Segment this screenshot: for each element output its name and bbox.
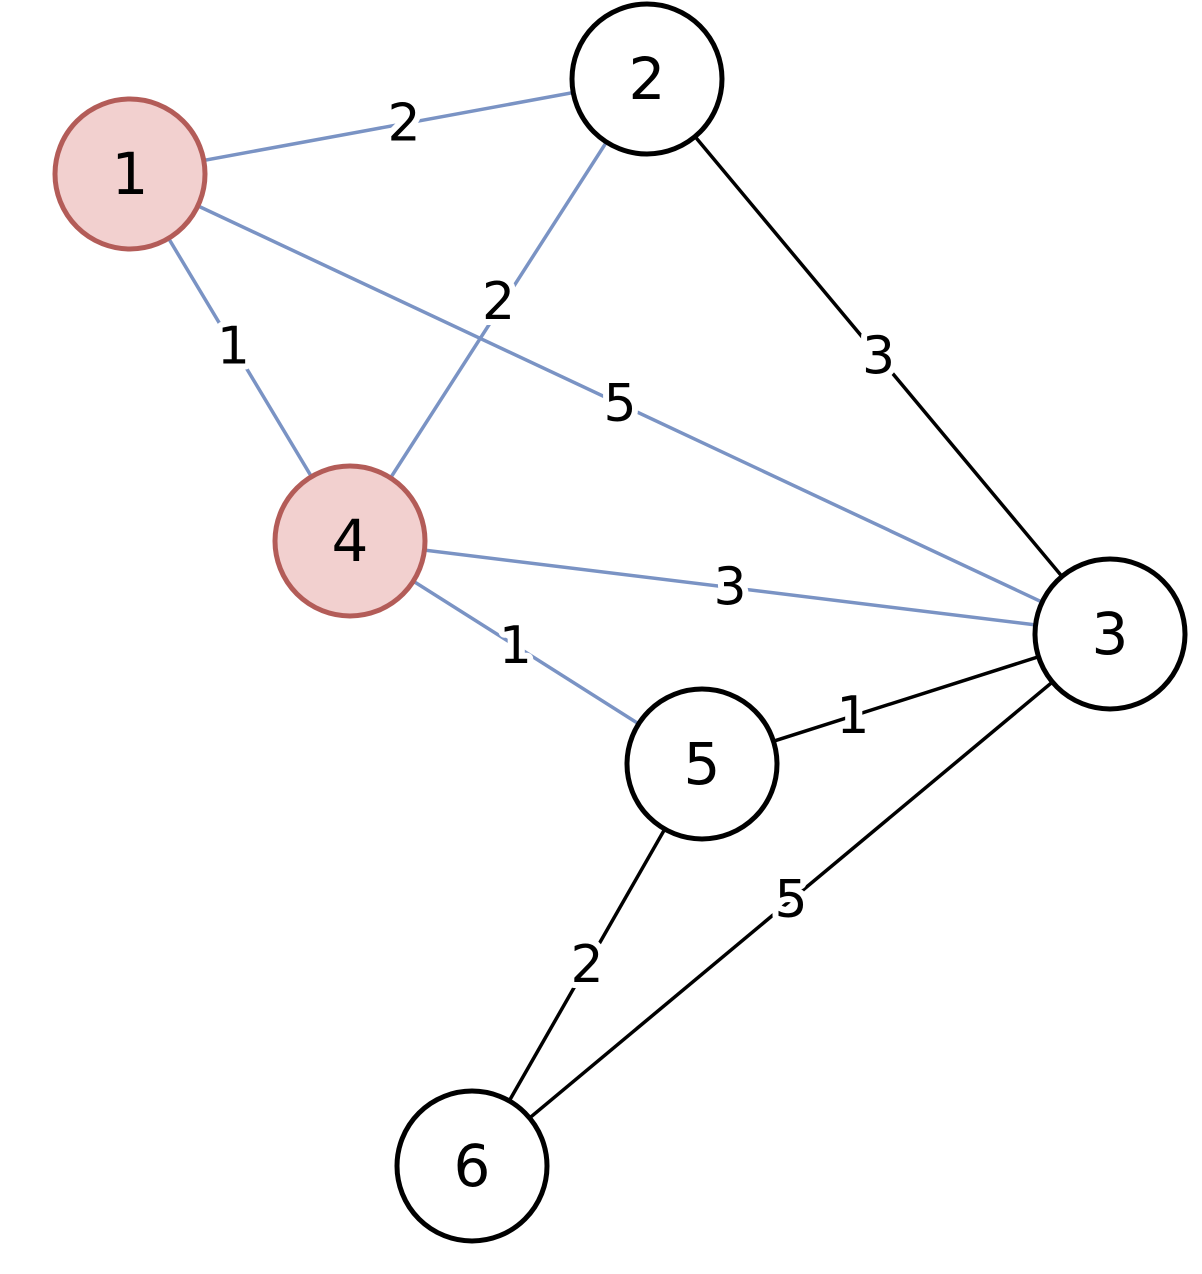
- node-1: 1: [52, 96, 208, 252]
- node-circle-5: [624, 686, 780, 842]
- node-label-2: 2: [629, 45, 666, 113]
- edge-weight-label-1-3: 5: [603, 374, 636, 434]
- node-label-6: 6: [454, 1132, 491, 1200]
- edge-weight-label-4-3: 3: [713, 558, 746, 618]
- node-label-1: 1: [112, 140, 149, 208]
- node-circle-4: [272, 463, 428, 619]
- edge-2-3: [645, 77, 1112, 636]
- edge-2-4: [348, 78, 649, 542]
- node-5: 5: [624, 686, 780, 842]
- node-3: 3: [1032, 556, 1188, 712]
- node-label-3: 3: [1092, 600, 1129, 668]
- node-6: 6: [394, 1088, 550, 1244]
- edge-weight-label-4-5: 1: [499, 616, 532, 676]
- edge-weight-label-5-3: 1: [836, 686, 869, 746]
- node-2: 2: [569, 1, 725, 157]
- node-circle-6: [394, 1088, 550, 1244]
- node-4: 4: [272, 463, 428, 619]
- node-circle-1: [52, 96, 208, 252]
- node-circle-3: [1032, 556, 1188, 712]
- edge-weight-label-2-4: 2: [482, 272, 515, 332]
- edge-3-6: [470, 632, 1112, 1168]
- nodes-layer: 1 2 3 4 5 6: [52, 1, 1188, 1244]
- node-circle-2: [569, 1, 725, 157]
- edge-weight-label-1-2: 2: [387, 94, 420, 154]
- edge-weight-label-1-4: 1: [217, 316, 250, 376]
- edge-labels-layer: 2 1 5 2 3 3 1 1 2 5: [211, 88, 901, 1001]
- edge-4-3: [349, 539, 1111, 636]
- node-label-4: 4: [332, 507, 369, 575]
- edge-weight-label-2-3: 3: [862, 327, 895, 387]
- edges-layer: [128, 77, 1112, 1168]
- node-label-5: 5: [684, 730, 721, 798]
- edge-1-2: [129, 77, 648, 176]
- edge-weight-label-5-6: 2: [570, 935, 603, 995]
- edge-1-3: [129, 172, 1111, 636]
- edge-weight-label-3-6: 5: [774, 870, 807, 930]
